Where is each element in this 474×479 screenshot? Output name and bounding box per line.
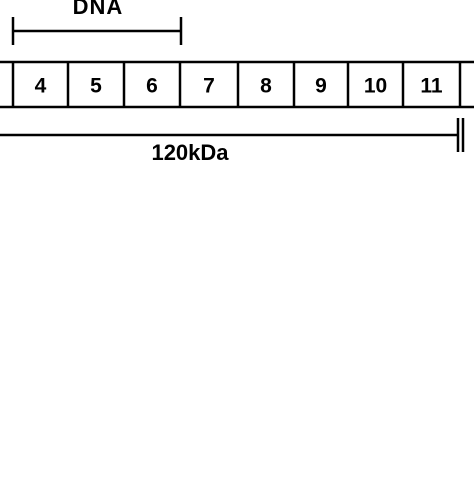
- segment-label-10: 10: [364, 75, 387, 98]
- segment-label-9: 9: [315, 75, 327, 98]
- segment-label-8: 8: [260, 75, 272, 98]
- segment-label-7: 7: [203, 75, 215, 98]
- segment-label-6: 6: [146, 75, 158, 98]
- size-span-line: [0, 118, 465, 152]
- segment-label-4: 4: [35, 75, 47, 98]
- segment-label-5: 5: [90, 75, 102, 98]
- dna-bracket: [11, 17, 183, 45]
- dna-domain-label: DNA: [72, 0, 124, 19]
- size-label: 120kDa: [151, 140, 229, 165]
- segment-label-11: 11: [420, 75, 443, 98]
- segment-row: 4 5 6 7 8 9 10 11: [0, 60, 474, 109]
